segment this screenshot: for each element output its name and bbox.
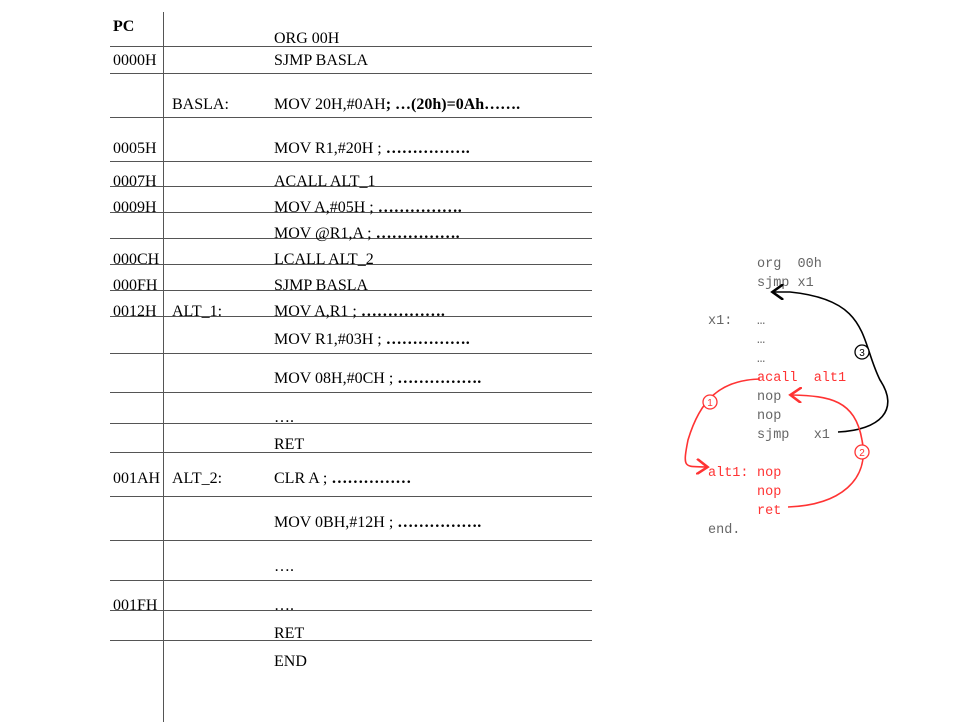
pc-address: 001FH [113,597,158,614]
row-divider [110,610,592,612]
code-line: … [757,352,766,367]
code-line: … [757,333,766,348]
row-divider [110,46,592,48]
instruction: RET [274,625,305,642]
instruction: END [274,653,307,670]
instruction: MOV 20H,#0AH; …(20h)=0Ah……. [274,96,521,113]
code-label: ALT_1: [172,303,223,320]
pc-column-header: PC [113,18,135,35]
instruction: …. [274,409,294,426]
svg-text:3: 3 [859,348,865,359]
svg-text:1: 1 [707,398,713,409]
instruction: LCALL ALT_2 [274,251,374,268]
pc-address: 0007H [113,173,157,190]
instruction: ORG 00H [274,30,340,47]
instruction: MOV R1,#20H ; ……………. [274,140,470,157]
row-divider [110,423,592,425]
code-line: … [757,314,766,329]
row-divider [110,392,592,394]
instruction: SJMP BASLA [274,277,369,294]
row-divider [110,161,592,163]
instruction: MOV A,R1 ; ……………. [274,303,445,320]
code-line: ret [757,504,782,519]
arrow-3 [774,292,889,433]
pc-address: 0000H [113,52,157,69]
arrow-1 [684,378,761,467]
row-divider [110,73,592,75]
instruction: MOV 08H,#0CH ; ……………. [274,370,482,387]
pc-address: 001AH [113,470,161,487]
code-label: end. [708,523,741,538]
instruction: MOV A,#05H ; ……………. [274,199,462,216]
instruction: SJMP BASLA [274,52,369,69]
row-divider [110,316,592,318]
row-divider [110,238,592,240]
code-line: nop [757,485,782,500]
instruction: …. [274,597,294,614]
code-line: nop [757,390,782,405]
pc-address: 0009H [113,199,157,216]
row-divider [110,496,592,498]
code-line: nop [757,466,782,481]
code-label: x1: [708,314,733,329]
pc-address: 0012H [113,303,157,320]
instruction: MOV @R1,A ; ……………. [274,225,460,242]
row-divider [110,452,592,454]
instruction: …. [274,558,294,575]
row-divider [110,212,592,214]
code-line: nop [757,409,782,424]
instruction: ACALL ALT_1 [274,173,376,190]
row-divider [110,580,592,582]
row-divider [110,640,592,642]
code-line: acall alt1 [757,371,847,386]
pc-address: 000FH [113,277,158,294]
code-label: ALT_2: [172,470,223,487]
pc-address: 000CH [113,251,160,268]
code-line: org 00h [757,257,822,272]
row-divider [110,290,592,292]
row-divider [110,117,592,119]
row-divider [110,186,592,188]
pc-address: 0005H [113,140,157,157]
code-label: BASLA: [172,96,229,113]
row-divider [110,264,592,266]
svg-text:2: 2 [859,448,865,459]
code-line: sjmp x1 [757,428,830,443]
row-divider [110,353,592,355]
code-label: alt1: [708,466,749,481]
instruction: MOV 0BH,#12H ; ……………. [274,514,482,531]
instruction: CLR A ; …………… [274,470,412,487]
column-divider [163,12,165,722]
instruction: RET [274,436,305,453]
arrow-2 [787,395,865,508]
instruction: MOV R1,#03H ; ……………. [274,331,470,348]
row-divider [110,540,592,542]
